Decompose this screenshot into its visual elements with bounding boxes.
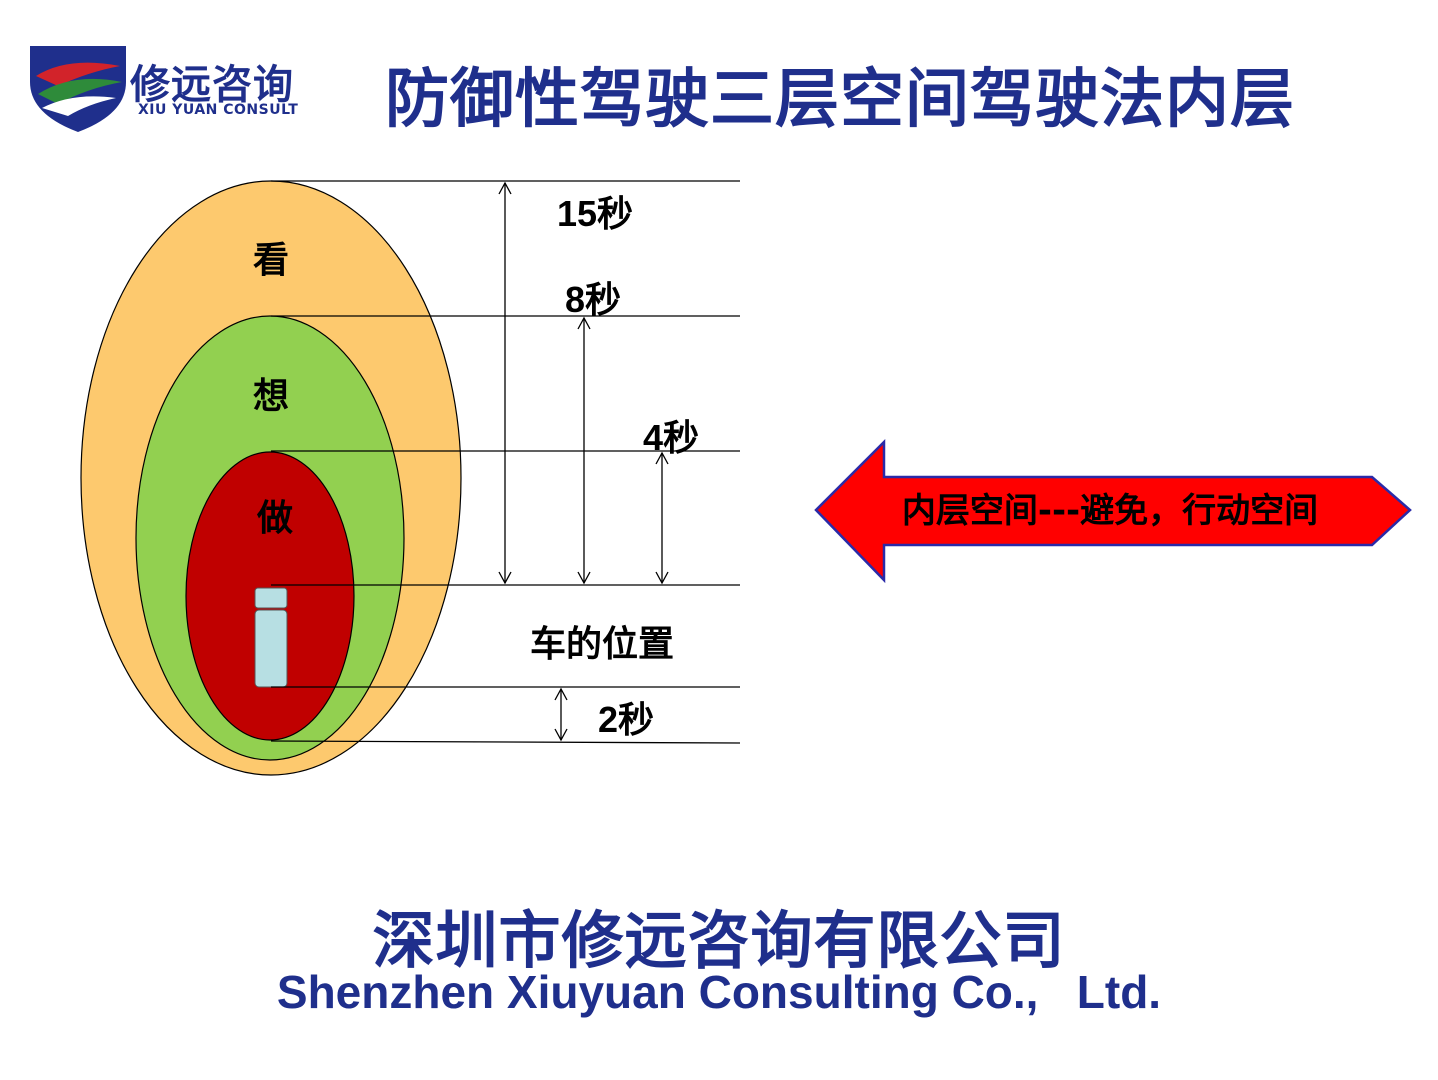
car-position-label: 车的位置 [530,624,674,665]
left-arrow-callout [814,438,1412,584]
company-name-en: Shenzhen Xiuyuan Consulting Co., Ltd. [276,966,1162,1018]
company-name-cn: 深圳市修远咨询有限公司 [372,904,1066,977]
arrow-callout-text: 内层空间---避免，行动空间 [902,491,1318,531]
layer-label-do: 做 [256,498,293,539]
time-label-4s: 4秒 [643,417,699,458]
layer-label-see: 看 [253,240,289,281]
three-layer-diagram: 看 想 做 15秒 8秒 4秒 2秒 车的位置 内层空间---避免，行动空间 [80,180,1412,776]
layer-label-think: 想 [253,376,289,417]
logo-brand-cn: 修远咨询 [130,62,294,108]
time-label-15s: 15秒 [557,193,633,234]
car-body [254,609,288,688]
time-label-8s: 8秒 [565,279,621,320]
company-logo [30,46,126,132]
logo-brand-en: XIU YUAN CONSULT [138,102,299,118]
car-icon [254,587,288,609]
page-title: 防御性驾驶三层空间驾驶法内层 [385,63,1295,137]
line-2s [270,740,741,744]
time-label-2s: 2秒 [598,699,654,740]
